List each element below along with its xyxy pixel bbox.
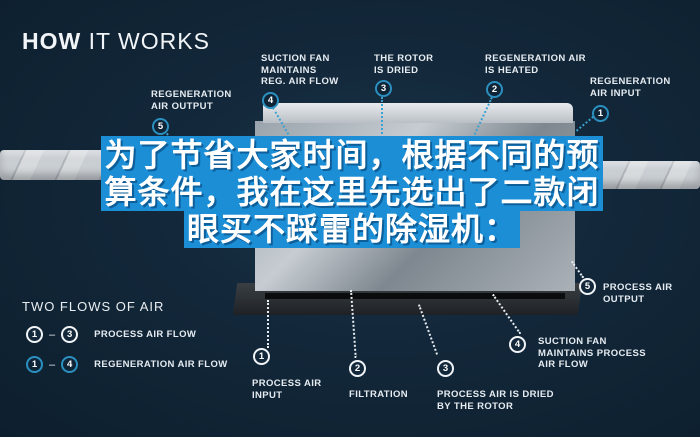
reg-step-3-badge: 3: [375, 80, 392, 97]
proc-label-5: PROCESS AIR OUTPUT: [603, 282, 673, 305]
proc-step-2-badge: 2: [349, 360, 366, 377]
proc-label-2: FILTRATION: [349, 389, 409, 400]
legend-title: TWO FLOWS OF AIR: [22, 299, 165, 314]
reg-label-1: REGENERATION AIR INPUT: [590, 76, 671, 99]
leader-line-proc-1: [267, 300, 269, 348]
proc-label-4: SUCTION FAN MAINTAINS PROCESS AIR FLOW: [538, 336, 646, 370]
diagram-title: HOW IT WORKS: [22, 28, 210, 54]
reg-label-5: REGENERATION AIR OUTPUT: [151, 89, 232, 112]
proc-label-1: PROCESS AIR INPUT: [252, 378, 322, 401]
proc-label-3: PROCESS AIR IS DRIED BY THE ROTOR: [437, 389, 554, 412]
overlay-caption: 为了节省大家时间，根据不同的预算条件，我在这里先选出了二款闭眼买不踩雷的除湿机：: [92, 136, 612, 248]
legend-process-label: PROCESS AIR FLOW: [94, 328, 197, 340]
leader-line-reg-3: [381, 97, 383, 142]
machine-top-panel: [263, 103, 573, 123]
legend-dash: –: [49, 328, 56, 341]
legend-row-process: 1 – 3 PROCESS AIR FLOW: [26, 326, 196, 343]
reg-step-4-badge: 4: [262, 92, 279, 109]
proc-step-3-badge: 3: [437, 360, 454, 377]
reg-label-4: SUCTION FAN MAINTAINS REG. AIR FLOW: [261, 53, 339, 87]
proc-step-5-badge: 5: [579, 278, 596, 295]
proc-step-1-badge: 1: [253, 348, 270, 365]
legend-process-from-badge: 1: [26, 326, 43, 343]
reg-label-2: REGENERATION AIR IS HEATED: [485, 53, 586, 76]
legend-row-regeneration: 1 – 4 REGENERATION AIR FLOW: [26, 356, 228, 373]
legend-regeneration-to-badge: 4: [61, 356, 79, 373]
reg-label-3: THE ROTOR IS DRIED: [374, 53, 434, 76]
reg-step-5-badge: 5: [152, 118, 169, 135]
machine-base-slot: [265, 293, 565, 299]
reg-step-1-badge: 1: [592, 105, 609, 122]
legend-regeneration-label: REGENERATION AIR FLOW: [94, 358, 228, 370]
legend-process-to-badge: 3: [61, 326, 79, 343]
legend-regeneration-from-badge: 1: [26, 356, 43, 373]
reg-step-2-badge: 2: [486, 81, 503, 98]
legend-dash: –: [49, 358, 56, 371]
proc-step-4-badge: 4: [509, 336, 526, 353]
